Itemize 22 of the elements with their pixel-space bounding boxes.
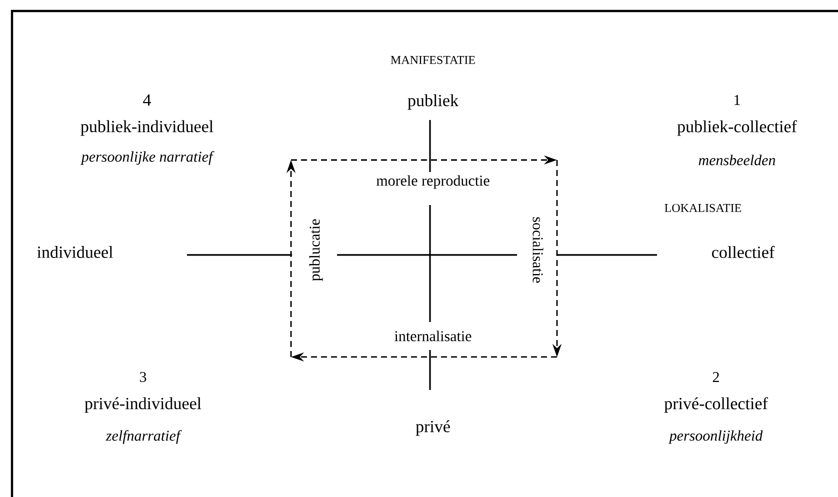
process-label: socialisatie xyxy=(532,217,544,283)
process-label: morele reproductie xyxy=(376,175,490,189)
process-label: internalisatie xyxy=(394,330,472,342)
quadrant-number: 1 xyxy=(734,95,740,105)
axis-label: publiek xyxy=(408,94,458,110)
axis-label: collectief xyxy=(712,246,775,258)
quadrant-description: zelfnarratief xyxy=(106,430,182,444)
process-label: publucatie xyxy=(309,219,323,281)
axis-label: privé xyxy=(416,420,450,436)
quadrant-number: 3 xyxy=(140,372,146,382)
quadrant-label: publiek-collectief xyxy=(677,120,797,136)
quadrant-number: 4 xyxy=(143,94,151,106)
quadrant-label: privé-individueel xyxy=(84,397,202,413)
axis-title: MANIFESTATIE xyxy=(390,56,475,64)
axis-label: individueel xyxy=(37,246,113,258)
quadrant-label: privé-collectief xyxy=(664,397,768,413)
quadrant-number: 2 xyxy=(712,372,719,382)
axis-title: LOKALISATIE xyxy=(664,204,742,212)
quadrant-description: persoonlijke narratief xyxy=(80,151,214,165)
quadrant-description: mensbeelden xyxy=(698,154,776,166)
quadrant-description: persoonlijkheid xyxy=(668,430,763,444)
quadrant-label: publiek-individueel xyxy=(80,120,214,136)
